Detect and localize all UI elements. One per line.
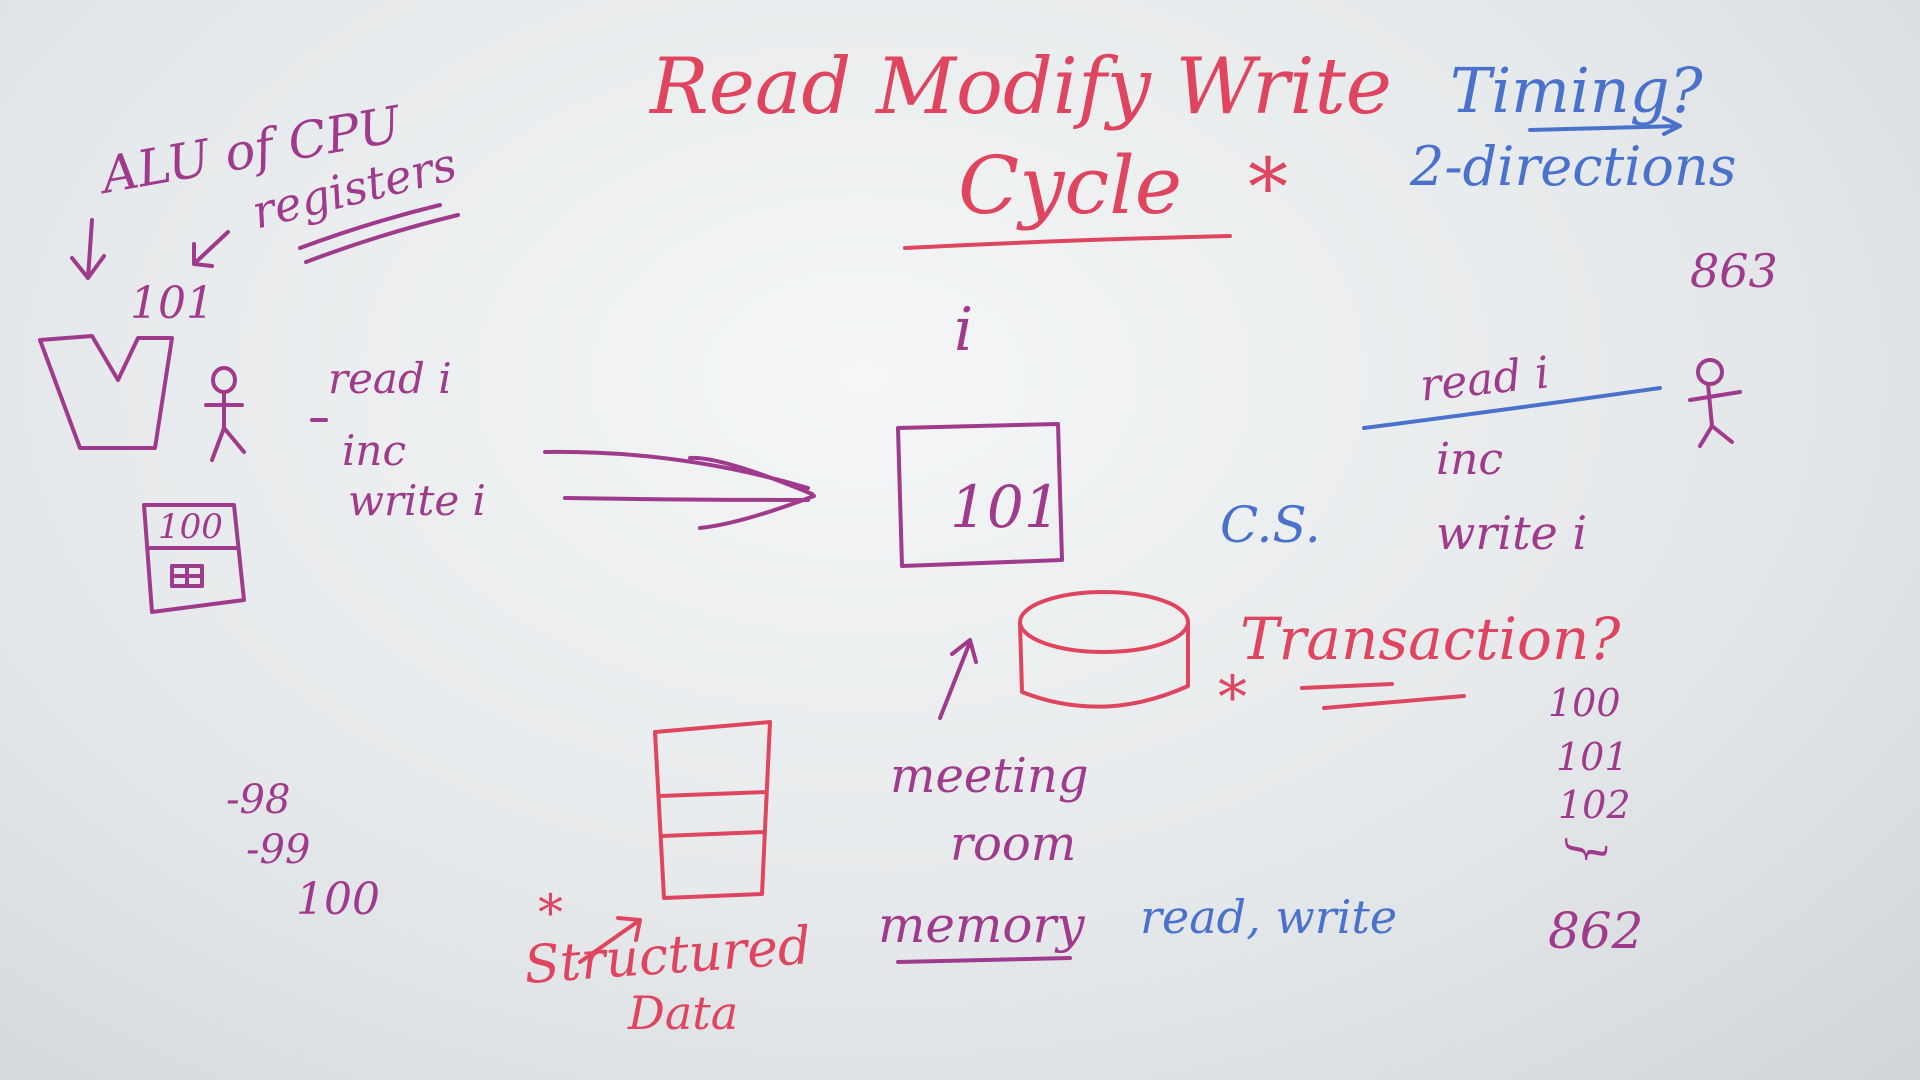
title-underline bbox=[903, 234, 1232, 250]
sequence-5: 862 bbox=[1548, 902, 1644, 960]
transaction-star: * bbox=[1218, 663, 1247, 731]
alu-arrow bbox=[70, 218, 106, 280]
double-arrow bbox=[543, 449, 816, 530]
memory-box-value: 101 bbox=[950, 473, 1061, 541]
timing-label: Timing? bbox=[1450, 54, 1703, 127]
registers-underline bbox=[298, 203, 460, 264]
stack-value: 100 bbox=[158, 507, 223, 547]
person-left-head bbox=[211, 366, 237, 394]
countdown-2: -99 bbox=[246, 827, 311, 873]
countdown-1: -98 bbox=[226, 777, 291, 823]
sequence-2: 101 bbox=[1556, 735, 1629, 779]
person-right-body bbox=[1688, 382, 1742, 448]
registers-arrow bbox=[192, 230, 230, 268]
left-step-1: read i bbox=[328, 354, 452, 403]
register-value: 101 bbox=[130, 278, 214, 329]
sequence-brace: } bbox=[1561, 836, 1616, 866]
data-stack bbox=[653, 720, 772, 900]
structured-arrow bbox=[578, 916, 642, 964]
number-863: 863 bbox=[1690, 244, 1778, 298]
memory-label: memory bbox=[878, 896, 1085, 954]
cylinder-top bbox=[1018, 590, 1190, 654]
cylinder-body bbox=[1018, 620, 1190, 709]
title-line1: Read Modify Write bbox=[650, 42, 1392, 132]
right-step-3: write i bbox=[1436, 506, 1588, 560]
title-line2: Cycle bbox=[958, 139, 1183, 232]
left-step-2: inc bbox=[342, 426, 407, 475]
countdown-3: 100 bbox=[296, 874, 380, 925]
structured-star: * bbox=[538, 884, 563, 942]
directions-label: 2-directions bbox=[1410, 135, 1737, 198]
transaction-label: Transaction? bbox=[1240, 605, 1621, 673]
critical-section-label: C.S. bbox=[1220, 496, 1321, 554]
variable-i: i bbox=[954, 295, 974, 365]
person-right-head bbox=[1696, 358, 1724, 386]
memory-box bbox=[896, 422, 1064, 568]
sequence-3: 102 bbox=[1558, 783, 1631, 827]
memory-underline bbox=[896, 956, 1072, 964]
data-label: Data bbox=[628, 986, 739, 1040]
person-left-body bbox=[204, 390, 246, 462]
meeting-arrow bbox=[938, 638, 978, 720]
left-step-3: write i bbox=[348, 476, 486, 525]
right-step-2: inc bbox=[1436, 434, 1504, 485]
title-star: * bbox=[1248, 141, 1288, 234]
transaction-underline bbox=[1300, 682, 1466, 710]
stack-small-box-grid bbox=[170, 564, 204, 588]
timing-arrow bbox=[1528, 116, 1682, 136]
right-read-underline bbox=[1362, 386, 1662, 430]
room-label: room bbox=[950, 816, 1077, 872]
alu-shape bbox=[38, 334, 174, 450]
sequence-1: 100 bbox=[1548, 681, 1621, 725]
read-write-label: read, write bbox=[1140, 890, 1398, 944]
meeting-label: meeting bbox=[890, 748, 1089, 804]
right-step-1: read i bbox=[1417, 347, 1552, 412]
stack-box bbox=[142, 503, 246, 614]
